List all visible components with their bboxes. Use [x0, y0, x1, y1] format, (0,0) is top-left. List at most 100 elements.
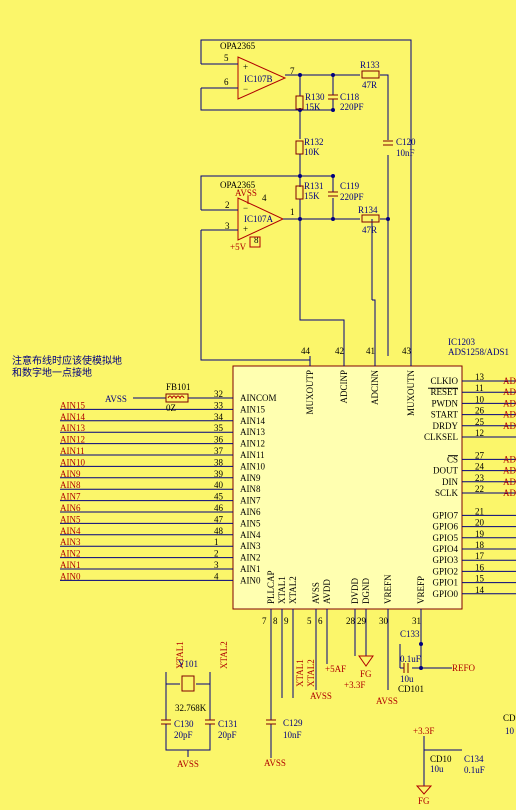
- svg-text:14: 14: [475, 585, 485, 595]
- svg-text:AIN5: AIN5: [240, 518, 261, 528]
- svg-text:PLLCAP: PLLCAP: [266, 570, 276, 604]
- opamp-ic107a: OPA2365 AVSS − + IC107A 2 3 1 8 4 +5V: [220, 180, 295, 252]
- svg-text:C129: C129: [283, 718, 303, 728]
- svg-text:3: 3: [214, 560, 219, 570]
- svg-text:AD: AD: [503, 454, 516, 464]
- svg-text:8: 8: [254, 235, 259, 245]
- svg-text:AD: AD: [503, 488, 516, 498]
- svg-text:AIN13: AIN13: [240, 427, 265, 437]
- svg-text:START: START: [431, 410, 459, 420]
- svg-text:11: 11: [475, 383, 484, 393]
- svg-text:33: 33: [214, 400, 224, 410]
- svg-text:0.1uF: 0.1uF: [400, 654, 421, 664]
- crystal-y101: [181, 675, 195, 692]
- svg-text:C118: C118: [340, 92, 360, 102]
- svg-text:4: 4: [262, 193, 267, 203]
- svg-text:5: 5: [307, 616, 312, 626]
- svg-text:35: 35: [214, 423, 224, 433]
- svg-text:13: 13: [475, 372, 485, 382]
- svg-text:47R: 47R: [362, 225, 377, 235]
- svg-text:30: 30: [379, 616, 389, 626]
- ic-ref: IC1203: [448, 337, 476, 347]
- net-label: AIN15: [60, 400, 85, 410]
- svg-text:FG: FG: [418, 796, 430, 806]
- opamp-ic107b: OPA2365 + − IC107B 5 6 7: [220, 41, 295, 100]
- svg-text:41: 41: [366, 346, 375, 356]
- svg-text:44: 44: [301, 346, 311, 356]
- svg-text:1: 1: [290, 207, 295, 217]
- svg-text:GPIO5: GPIO5: [432, 533, 458, 543]
- svg-text:AIN7: AIN7: [240, 496, 261, 506]
- net-label: AIN2: [60, 549, 81, 559]
- svg-text:GPIO0: GPIO0: [432, 589, 458, 599]
- svg-text:DOUT: DOUT: [433, 466, 458, 476]
- svg-text:C133: C133: [400, 629, 420, 639]
- ic-pin-gpio5: 19 GPIO5: [432, 529, 516, 543]
- svg-text:27: 27: [475, 450, 485, 460]
- svg-text:29: 29: [357, 616, 367, 626]
- svg-text:16: 16: [475, 562, 485, 572]
- svg-text:Y101: Y101: [178, 659, 198, 669]
- svg-text:38: 38: [214, 457, 224, 467]
- svg-text:AIN14: AIN14: [240, 416, 265, 426]
- svg-text:42: 42: [335, 346, 344, 356]
- svg-text:ADCINP: ADCINP: [339, 370, 349, 404]
- svg-text:6: 6: [318, 616, 323, 626]
- svg-text:26: 26: [475, 406, 485, 416]
- opamp-top-triangle: [237, 56, 287, 100]
- note-line1: 注意布线时应该使模拟地: [12, 354, 122, 367]
- svg-text:XTAL2: XTAL2: [288, 576, 298, 604]
- net-label: AIN3: [60, 537, 81, 547]
- svg-text:15K: 15K: [305, 102, 321, 112]
- svg-text:DRDY: DRDY: [432, 421, 458, 431]
- net-xtal1-left: XTAL1: [175, 641, 185, 669]
- svg-text:10nF: 10nF: [396, 148, 415, 158]
- ic-pin-gpio0: 14 GPIO0: [432, 585, 516, 599]
- resistor-r132: [295, 140, 304, 155]
- svg-text:AD: AD: [503, 387, 516, 397]
- resistor-r130: [295, 95, 304, 110]
- svg-text:32: 32: [214, 389, 223, 399]
- svg-text:MUXOUTP: MUXOUTP: [305, 370, 315, 415]
- svg-text:19: 19: [475, 529, 485, 539]
- svg-text:−: −: [243, 203, 248, 213]
- svg-text:15K: 15K: [304, 191, 320, 201]
- net-label: AIN7: [60, 492, 81, 502]
- svg-text:4: 4: [214, 571, 219, 581]
- svg-text:AINCOM: AINCOM: [240, 393, 277, 403]
- svg-text:AD: AD: [503, 477, 516, 487]
- svg-text:VREFN: VREFN: [383, 574, 393, 604]
- svg-text:2: 2: [214, 549, 219, 559]
- svg-text:1: 1: [214, 537, 219, 547]
- svg-text:10K: 10K: [304, 147, 320, 157]
- svg-text:37: 37: [214, 446, 224, 456]
- svg-text:C134: C134: [464, 754, 484, 764]
- svg-text:GPIO2: GPIO2: [432, 566, 458, 576]
- opamp-bottom-part: OPA2365: [220, 180, 256, 190]
- svg-text:15: 15: [475, 574, 485, 584]
- svg-text:AIN15: AIN15: [240, 404, 265, 414]
- svg-text:C120: C120: [396, 137, 416, 147]
- net-label: AIN10: [60, 457, 85, 467]
- svg-text:3: 3: [225, 221, 230, 231]
- svg-text:47R: 47R: [362, 80, 377, 90]
- svg-text:MUXOUTN: MUXOUTN: [406, 370, 416, 416]
- svg-text:39: 39: [214, 469, 224, 479]
- svg-text:20pF: 20pF: [218, 730, 237, 740]
- svg-text:DVDD: DVDD: [350, 578, 360, 604]
